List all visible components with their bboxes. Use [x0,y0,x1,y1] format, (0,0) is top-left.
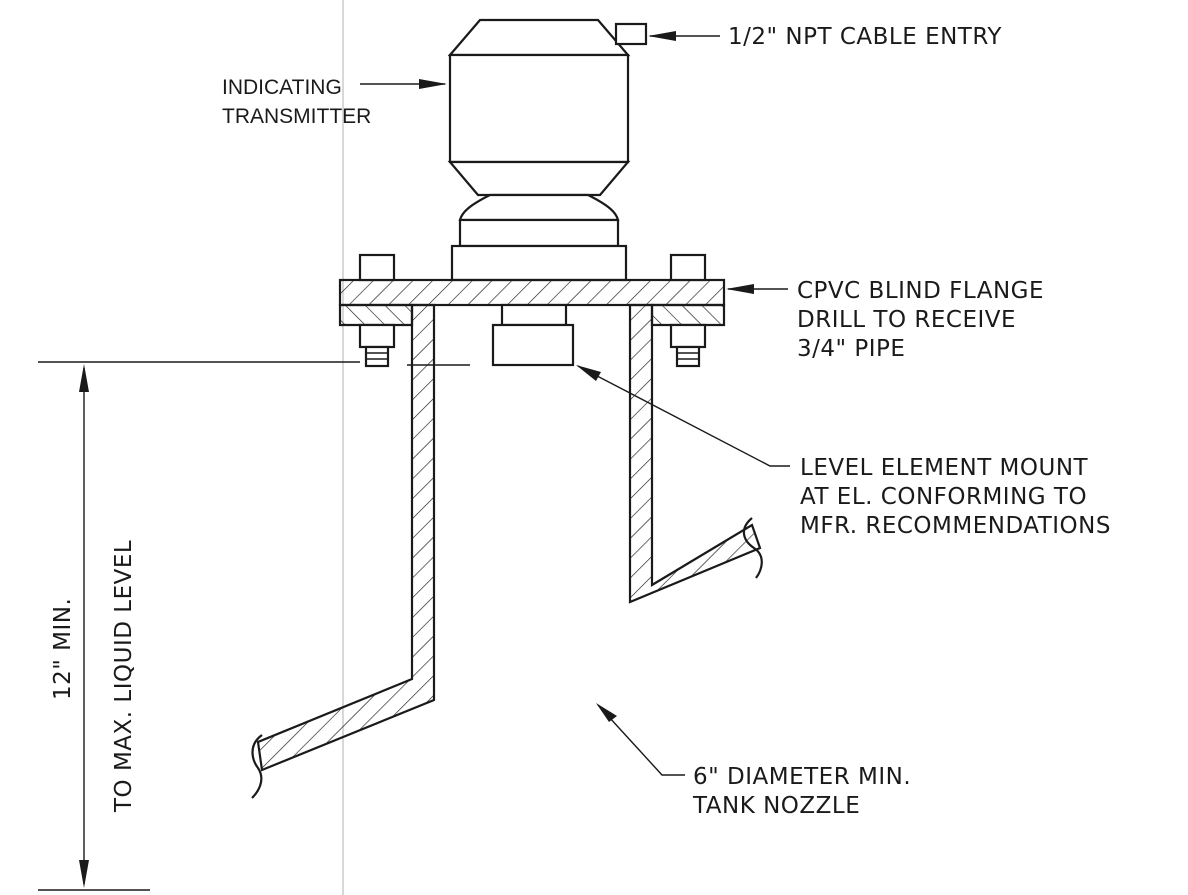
transmitter-top-dome [447,18,631,57]
flange-label-line2: DRILL TO RECEIVE [797,307,1016,333]
bolt-head-left [358,253,396,282]
break-line-left [251,734,263,799]
transmitter-label-line1: INDICATING [222,76,342,99]
level-label-line2: AT EL. CONFORMING TO [800,484,1087,510]
blind-flange-plate [338,278,726,307]
bolt-nut-left [358,323,396,349]
nozzle-wall-right [628,303,762,604]
bolt-end-left [364,345,390,368]
dimension-label-line2: TO MAX. LIQUID LEVEL [111,540,137,813]
flange-label-line1: CPVC BLIND FLANGE [797,278,1044,304]
transmitter-neck [458,193,620,222]
transmitter-label-line2: TRANSMITTER [222,105,371,128]
transmitter-housing [448,53,630,164]
dimension-label-line1: 12" MIN. [50,598,76,700]
indicating-transmitter [447,18,648,282]
level-label-line3: MFR. RECOMMENDATIONS [800,513,1111,539]
transmitter-collar [458,218,620,248]
dimension-12-min [38,361,360,891]
bolt-end-right [675,345,701,368]
flange-label-line3: 3/4" PIPE [797,336,905,362]
tank-nozzle [251,303,763,799]
nozzle-label-line1: 6" DIAMETER MIN. [693,764,911,790]
level-element [491,303,575,367]
cable-entry-label: 1/2" NPT CABLE ENTRY [728,24,1002,50]
level-label-line1: LEVEL ELEMENT MOUNT [800,455,1089,481]
bolt-nut-right [669,323,707,349]
cable-entry-boss [614,22,648,46]
transmitter-bottom-cone [447,160,631,197]
nozzle-flange-left [338,303,414,327]
level-element-sensor [491,323,575,367]
bolt-head-right [669,253,707,282]
nozzle-wall-left [256,303,436,772]
nozzle-label-line2: TANK NOZZLE [692,793,860,819]
transmitter-base [450,244,628,282]
level-element-stem [500,303,568,327]
break-line-right [742,517,763,579]
flange-bolts [358,253,707,368]
leader-lines [360,31,790,776]
nozzle-flange-right [650,303,726,327]
